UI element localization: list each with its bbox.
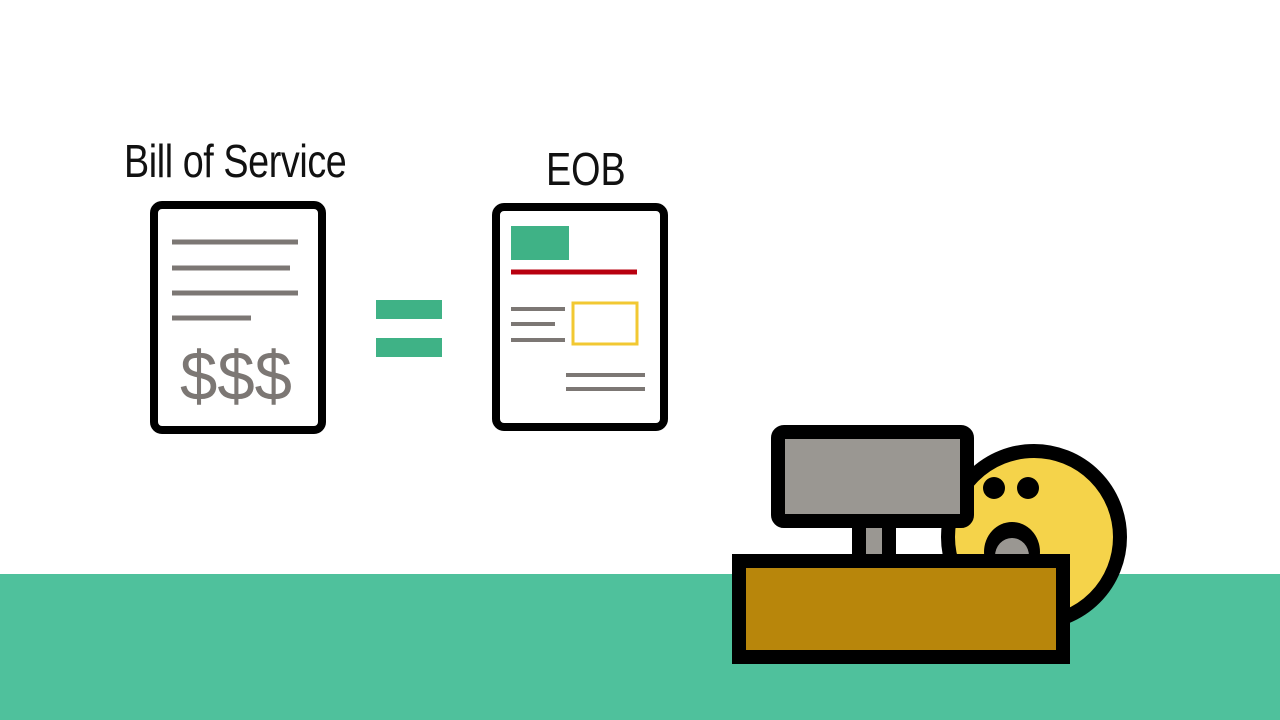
bill-document-icon: $$$ (150, 201, 326, 434)
eob-title: EOB (546, 143, 626, 195)
bill-of-service-title: Bill of Service (124, 135, 347, 187)
equals-sign-icon (376, 300, 442, 357)
bill-amount: $$$ (180, 337, 292, 415)
cash-register-icon (732, 425, 1070, 664)
eob-document-icon (492, 203, 668, 431)
